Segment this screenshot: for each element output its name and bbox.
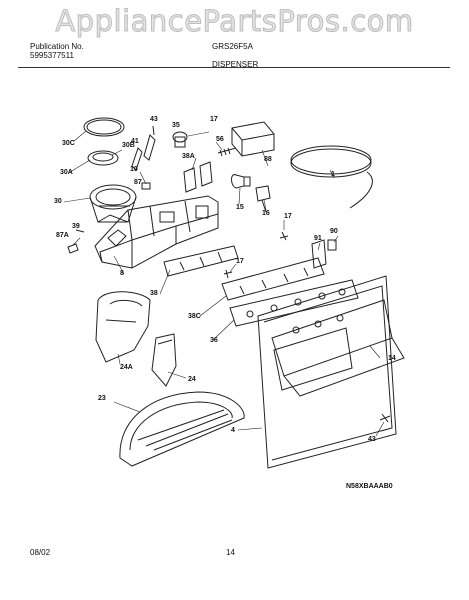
publication-label: Publication No. <box>30 42 84 51</box>
footer-date: 08/02 <box>30 548 51 557</box>
ring-part <box>84 118 124 136</box>
publication-number: 5995377511 <box>30 51 74 60</box>
part-label: 41 <box>131 138 139 145</box>
small-part-90 <box>328 240 336 250</box>
part-label: 56 <box>216 136 224 143</box>
part-label: 24 <box>188 376 196 383</box>
part-label: 15 <box>236 204 244 211</box>
overlay-14 <box>272 300 404 396</box>
screw-39 <box>76 230 84 232</box>
screw-17a <box>280 232 288 240</box>
board-38c <box>222 258 324 300</box>
part-label: 23 <box>98 395 106 402</box>
footer-page-number: 14 <box>226 548 235 557</box>
board-36 <box>230 280 358 326</box>
part-label: 1 <box>331 171 335 178</box>
lever-part <box>132 126 155 170</box>
part-label: 24A <box>120 364 133 371</box>
screw-43 <box>380 414 390 422</box>
part-label: 91 <box>314 235 322 242</box>
part-label: 17 <box>210 116 218 123</box>
part-label: 10 <box>130 166 138 173</box>
lamp-part <box>232 175 251 188</box>
switch-part <box>173 132 187 147</box>
part-label: 38A <box>182 153 195 160</box>
tube-part <box>291 146 372 208</box>
part-label: 36 <box>210 337 218 344</box>
part-label: 87 <box>134 179 142 186</box>
door-24 <box>152 334 176 386</box>
part-label: 43 <box>150 116 158 123</box>
part-label: 14 <box>388 355 396 362</box>
screw-56 <box>218 148 236 156</box>
section-title: DISPENSER <box>212 60 259 69</box>
part-label: 8 <box>120 270 124 277</box>
part-label: 30A <box>60 169 73 176</box>
housing-part <box>95 196 218 268</box>
part-label: 17 <box>284 213 292 220</box>
socket-part <box>256 186 270 212</box>
part-label: 87A <box>56 232 69 239</box>
switch-pair <box>184 162 212 192</box>
part-label: 43 <box>368 436 376 443</box>
part-label: 35 <box>172 122 180 129</box>
part-label: 38C <box>188 313 201 320</box>
watermark: AppliancePartsPros.com <box>55 4 414 39</box>
part-label: 30C <box>62 140 75 147</box>
board-38 <box>164 246 238 276</box>
header-rule <box>18 67 450 68</box>
screw-17b <box>224 270 232 278</box>
panel-4 <box>258 276 396 468</box>
part-label: 30 <box>54 198 62 205</box>
chute-24a <box>96 292 150 362</box>
part-label: 88 <box>264 156 272 163</box>
relay-part <box>232 122 274 156</box>
diagram-code: N58XBAAAB0 <box>346 483 393 490</box>
disc-part <box>88 151 118 165</box>
part-label: 38 <box>150 290 158 297</box>
part-label: 90 <box>330 228 338 235</box>
part-label: 16 <box>262 210 270 217</box>
part-label: 39 <box>72 223 80 230</box>
bracket-91 <box>312 240 326 268</box>
leader-lines <box>64 131 384 436</box>
clip-part <box>142 183 150 189</box>
model-number: GRS26F5A <box>212 42 253 51</box>
part-label: 17 <box>236 258 244 265</box>
part-label: 4 <box>231 427 235 434</box>
tray-23 <box>120 392 244 466</box>
part-label: 30B <box>122 142 135 149</box>
